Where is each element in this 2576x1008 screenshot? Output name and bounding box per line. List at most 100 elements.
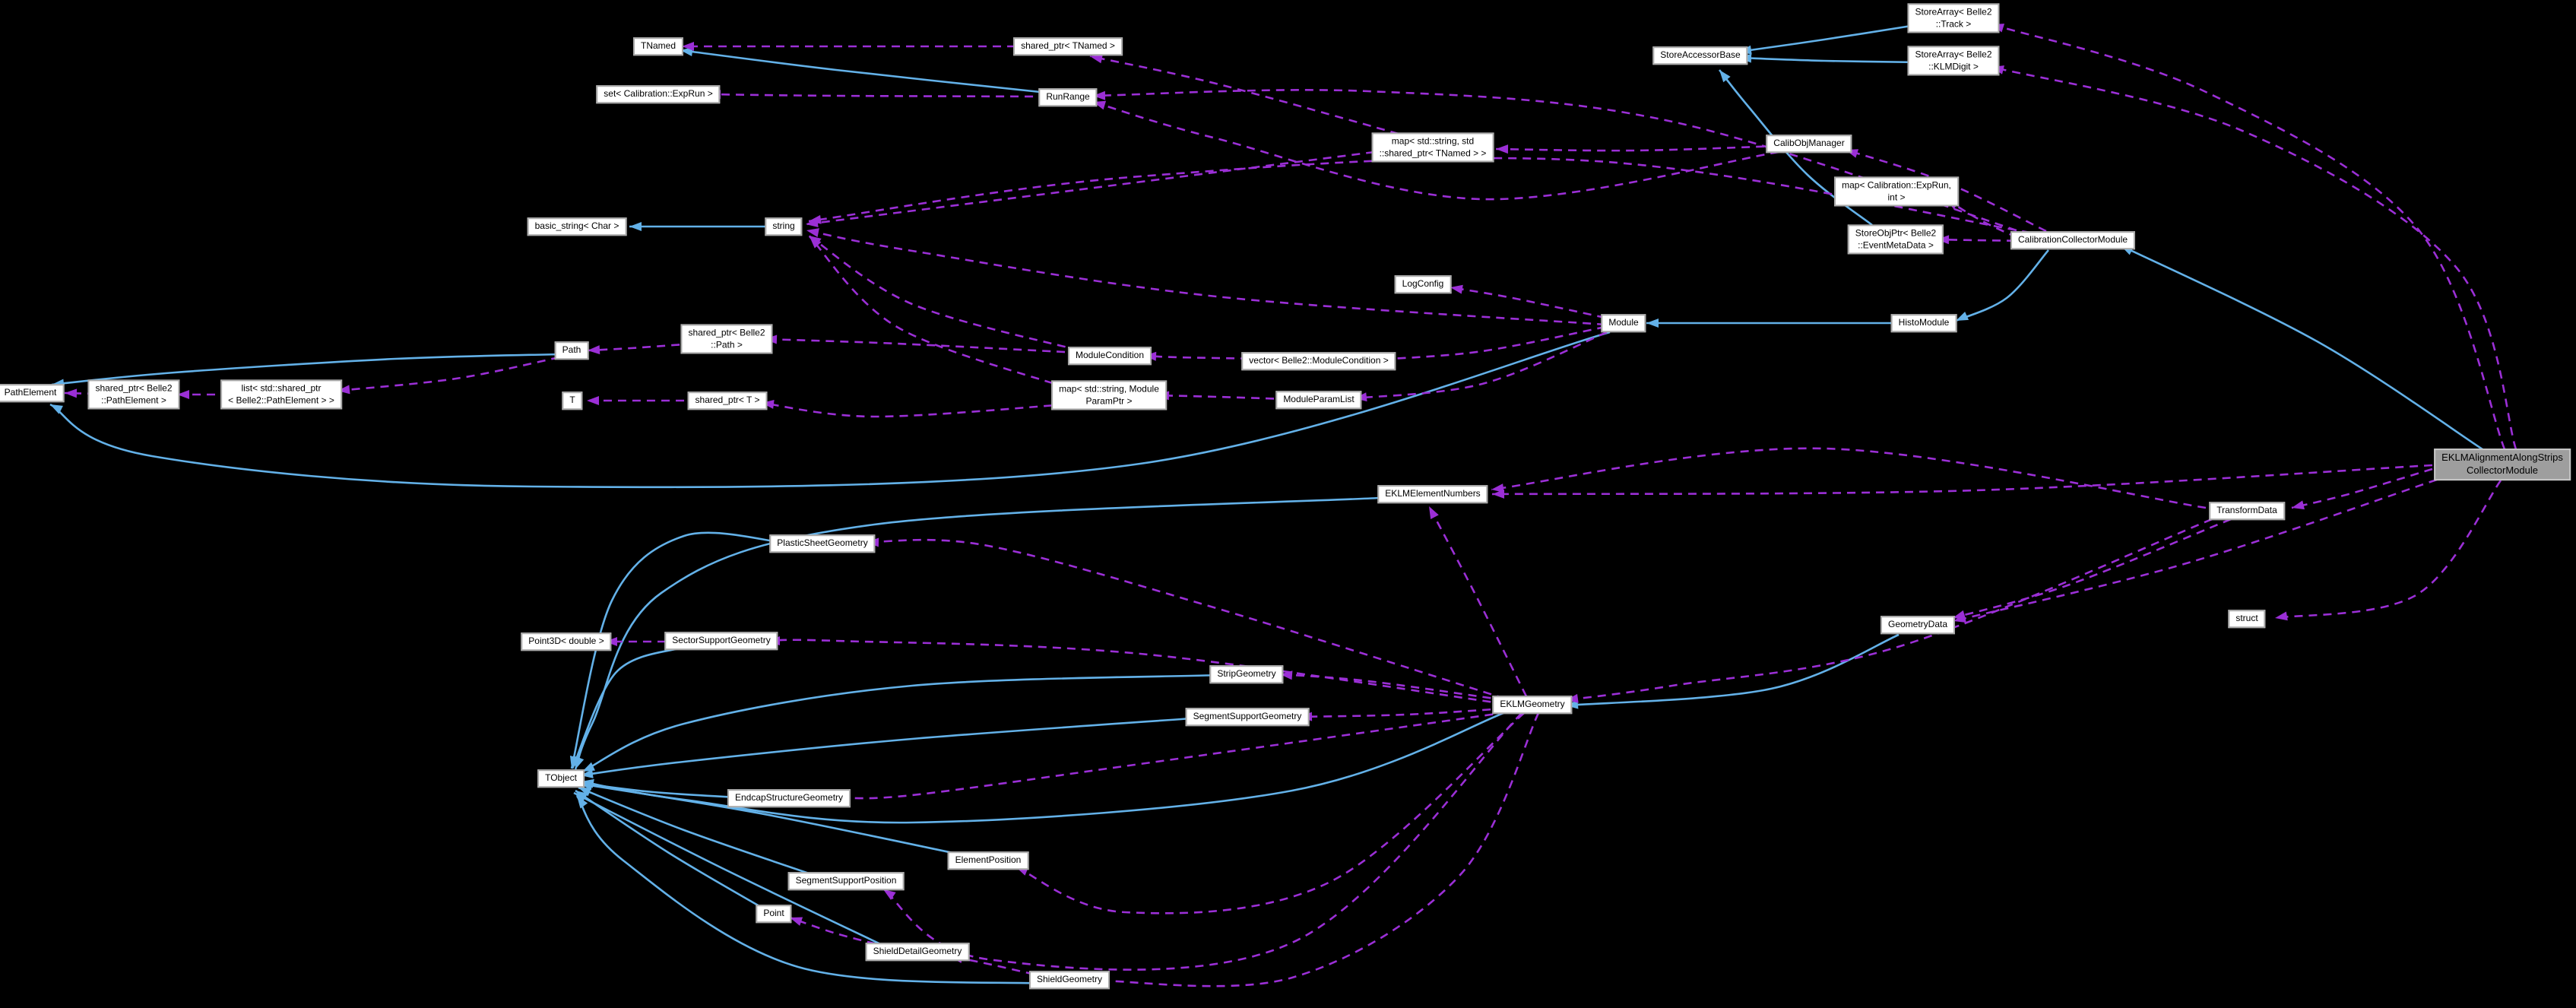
edge-transformdata-geodata xyxy=(1952,518,2232,620)
node-eklmgeo[interactable]: EKLMGeometry xyxy=(1492,696,1573,714)
node-segsupgeo[interactable]: SegmentSupportGeometry xyxy=(1185,708,1310,726)
node-sptrt[interactable]: shared_ptr< T > xyxy=(687,391,768,410)
node-point[interactable]: Point xyxy=(756,905,792,923)
edge-eklmgeo-segsupgeo xyxy=(1299,707,1506,718)
node-mapexprint[interactable]: map< Calibration::ExpRun, int > xyxy=(1834,176,1959,207)
edge-eklmgeo-tobject xyxy=(581,710,1508,824)
edge-sector-tobject xyxy=(571,646,682,769)
node-runrange[interactable]: RunRange xyxy=(1038,88,1098,106)
edge-ccm-mapexprint xyxy=(1945,198,2031,245)
arrowhead-sptrpath-path xyxy=(588,345,600,355)
arrowhead-stripgeo-tobject xyxy=(582,762,596,772)
edge-shielddetail-tobject xyxy=(573,791,891,950)
node-eklmen[interactable]: EKLMElementNumbers xyxy=(1377,485,1488,503)
arrowhead-eklmgeo-stripgeo xyxy=(1280,670,1293,680)
node-transformdata[interactable]: TransformData xyxy=(2209,502,2285,520)
arrowhead-ccm-histomodule xyxy=(1956,311,1969,321)
node-stripgeo[interactable]: StripGeometry xyxy=(1209,665,1284,683)
edge-eklmgeo-eklmen xyxy=(1427,506,1528,697)
node-string[interactable]: string xyxy=(765,217,803,236)
node-geodata[interactable]: GeometryData xyxy=(1880,616,1956,634)
arrowhead-eklmgeo-tobject xyxy=(581,778,594,788)
edge-sptrpath-path xyxy=(587,342,695,352)
node-pathelement[interactable]: PathElement xyxy=(0,384,65,402)
arrowhead-sptrt-t xyxy=(587,396,599,405)
node-path[interactable]: Path xyxy=(554,341,589,360)
edge-eklmgeo-shieldgeo xyxy=(1097,712,1540,987)
arrowhead-eklmgeo-eklmen xyxy=(1429,506,1439,519)
node-struct[interactable]: struct xyxy=(2228,610,2266,628)
node-plastic[interactable]: PlasticSheetGeometry xyxy=(769,534,876,553)
edge-module-string xyxy=(806,229,1606,326)
edge-plastic-tobject xyxy=(570,531,785,769)
arrowhead-histomodule-module xyxy=(1646,319,1659,328)
node-satrack[interactable]: StoreArray< Belle2 ::Track > xyxy=(1907,3,2000,33)
node-mapstringtnamed[interactable]: map< std::string, std ::shared_ptr< TNam… xyxy=(1371,132,1494,163)
arrowhead-segsuppos-tobject xyxy=(578,788,592,797)
arrowhead-transformdata-geodata xyxy=(1953,610,1966,620)
node-modparamlist[interactable]: ModuleParamList xyxy=(1275,391,1362,409)
node-histomodule[interactable]: HistoModule xyxy=(1890,314,1957,332)
node-setexprun[interactable]: set< Calibration::ExpRun > xyxy=(596,85,721,103)
node-vectormodcond[interactable]: vector< Belle2::ModuleCondition > xyxy=(1241,352,1396,370)
arrowhead-sptrtnamed-tnamed xyxy=(682,42,694,51)
node-segsuppos[interactable]: SegmentSupportPosition xyxy=(787,872,905,890)
node-logconfig[interactable]: LogConfig xyxy=(1394,275,1452,293)
edge-module-modparamlist xyxy=(1354,331,1608,400)
node-main[interactable]: EKLMAlignmentAlongStrips CollectorModule xyxy=(2434,449,2571,480)
node-point3d[interactable]: Point3D< double > xyxy=(521,632,612,651)
node-basicstring[interactable]: basic_string< Char > xyxy=(527,217,627,236)
edge-eklmen-tobject xyxy=(574,496,1380,770)
arrowhead-shielddetail-point xyxy=(790,917,803,926)
node-ccm[interactable]: CalibrationCollectorModule xyxy=(2010,231,2136,249)
edge-segsupgeo-tobject xyxy=(580,716,1203,777)
edge-stripgeo-tobject xyxy=(581,674,1221,773)
node-sector[interactable]: SectorSupportGeometry xyxy=(664,632,778,650)
arrowhead-sector-tobject xyxy=(572,755,582,769)
node-shieldgeo[interactable]: ShieldGeometry xyxy=(1028,971,1111,989)
node-module[interactable]: Module xyxy=(1601,314,1646,332)
edge-mapmpp-sptrt xyxy=(761,401,1067,418)
arrowhead-ccm-runrange xyxy=(1093,90,1106,100)
node-sab[interactable]: StoreAccessorBase xyxy=(1652,46,1748,65)
edge-calibobj-runrange xyxy=(1092,100,1779,201)
arrowhead-runrange-tnamed xyxy=(680,47,693,56)
arrowhead-module-logconfig xyxy=(1450,284,1463,294)
edge-module-logconfig xyxy=(1450,286,1606,319)
arrowhead-sopemd-sab xyxy=(1719,70,1731,83)
edge-shieldgeo-tobject xyxy=(575,795,1050,985)
node-t[interactable]: T xyxy=(562,391,583,410)
arrowhead-shielddetail-tobject xyxy=(574,793,587,803)
node-sptrpath[interactable]: shared_ptr< Belle2 ::Path > xyxy=(680,324,773,354)
node-shielddetail[interactable]: ShieldDetailGeometry xyxy=(865,943,970,961)
edge-mapstringtnamed-sptrtnamed xyxy=(1089,55,1399,135)
arrowhead-eklmgeo-segsuppos xyxy=(883,889,896,900)
node-sakdigit[interactable]: StoreArray< Belle2 ::KLMDigit > xyxy=(1907,46,2000,76)
node-listpe[interactable]: list< std::shared_ptr < Belle2::PathElem… xyxy=(220,379,342,410)
node-tnamed[interactable]: TNamed xyxy=(632,37,684,55)
node-sptrtnamed[interactable]: shared_ptr< TNamed > xyxy=(1013,37,1123,55)
edge-satrack-sab xyxy=(1738,23,1922,53)
node-calibobj[interactable]: CalibObjManager xyxy=(1766,135,1852,153)
edge-transformdata-eklmen xyxy=(1491,447,2207,509)
node-endcap[interactable]: EndcapStructureGeometry xyxy=(727,789,851,807)
arrowhead-calibobj-mapstringtnamed xyxy=(1496,144,1509,154)
node-modcond[interactable]: ModuleCondition xyxy=(1067,347,1152,365)
edge-eklmgeo-endcap xyxy=(834,711,1508,800)
node-tobject[interactable]: TObject xyxy=(537,769,585,788)
arrowhead-path-listpe xyxy=(337,385,350,395)
edge-main-satrack xyxy=(1991,23,2506,450)
arrowhead-sptrpe-pathelement xyxy=(65,388,78,398)
edge-module-vectormodcond xyxy=(1378,325,1606,361)
arrowhead-mapmpp-string xyxy=(810,236,822,249)
edge-sakdigit-sab xyxy=(1738,56,1922,64)
node-sptrpe[interactable]: shared_ptr< Belle2 ::PathElement > xyxy=(87,379,180,410)
edge-eklmgeo-sector xyxy=(767,639,1506,705)
edge-module-pathelement xyxy=(49,331,1611,489)
edge-runrange-setexprun xyxy=(708,93,1048,98)
node-mapmpp[interactable]: map< std::string, Module ParamPtr > xyxy=(1051,380,1167,410)
edge-ccm-runrange xyxy=(1092,89,2031,236)
node-elempos[interactable]: ElementPosition xyxy=(947,851,1029,870)
node-sopemd[interactable]: StoreObjPtr< Belle2 ::EventMetaData > xyxy=(1847,224,1944,255)
